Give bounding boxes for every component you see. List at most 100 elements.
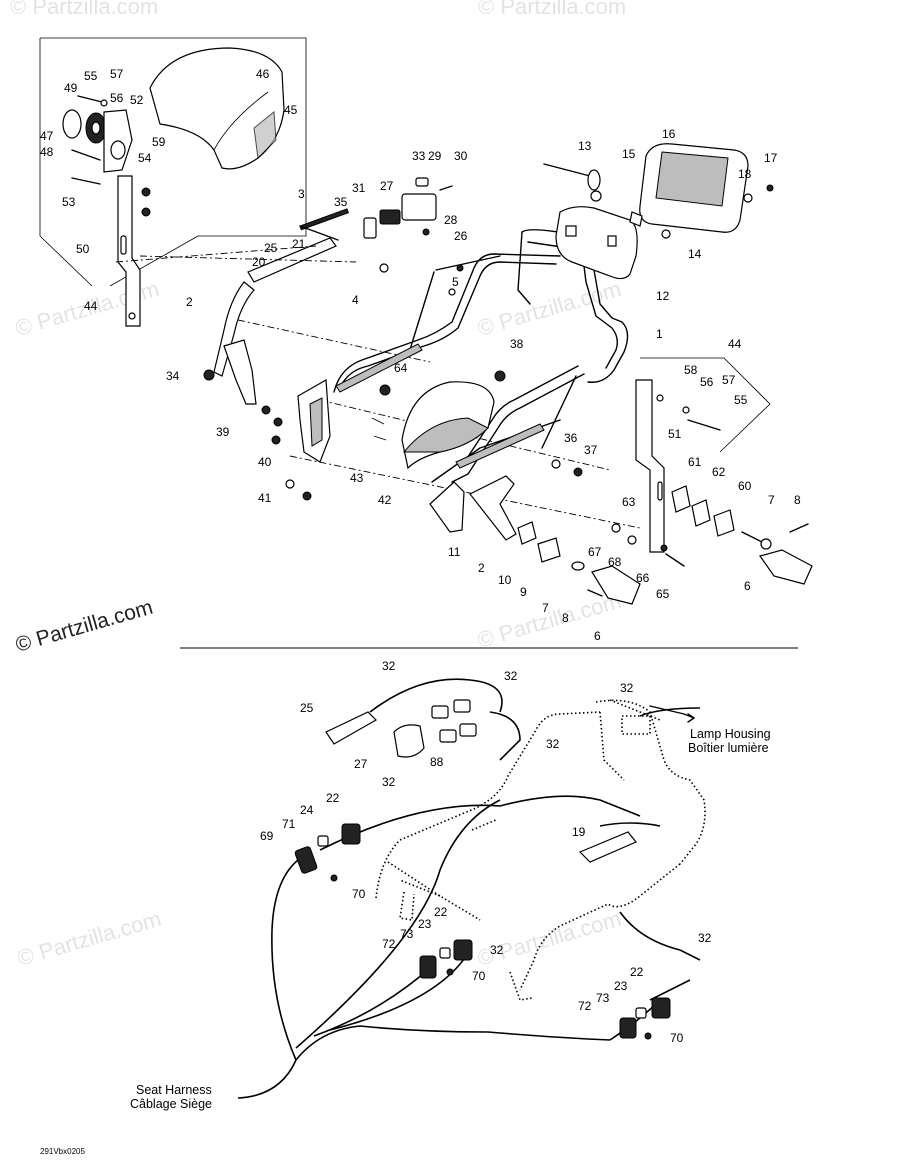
callout: 35 — [334, 195, 348, 209]
right-inset-bracket — [611, 357, 813, 585]
callout: 16 — [662, 127, 676, 141]
callout: 26 — [454, 229, 468, 243]
watermark-layer: © Partzilla.com © Partzilla.com © Partzi… — [10, 0, 626, 971]
watermark: © Partzilla.com — [478, 0, 626, 19]
inset-backrest-bracket — [39, 37, 307, 327]
callout: 57 — [722, 373, 736, 387]
callout: 32 — [698, 931, 712, 945]
callout: 45 — [284, 103, 298, 117]
callout: 25 — [300, 701, 314, 715]
callout: 51 — [668, 427, 682, 441]
upper-callouts: 55 57 49 56 52 46 45 47 59 48 54 53 50 4… — [40, 67, 801, 643]
callout: 3 — [298, 187, 305, 201]
seat-harness-label-en: Seat Harness — [136, 1083, 212, 1097]
callout: 6 — [594, 629, 601, 643]
lamp-housing-label-fr: Boîtier lumière — [688, 741, 769, 755]
callout: 13 — [578, 139, 592, 153]
callout: 65 — [656, 587, 670, 601]
callout: 15 — [622, 147, 636, 161]
seat-cushion — [371, 370, 583, 477]
ghost-rack-frame — [375, 699, 706, 1001]
callout: 34 — [166, 369, 180, 383]
callout: 24 — [300, 803, 314, 817]
callout: 58 — [684, 363, 698, 377]
callout: 66 — [636, 571, 650, 585]
callout: 23 — [614, 979, 628, 993]
callout: 37 — [584, 443, 598, 457]
callout: 71 — [282, 817, 296, 831]
callout: 2 — [478, 561, 485, 575]
callout: 38 — [510, 337, 524, 351]
footrest-brackets — [429, 475, 641, 605]
callout: 73 — [400, 927, 414, 941]
callout: 72 — [382, 937, 396, 951]
callout: 67 — [588, 545, 602, 559]
callout: 72 — [578, 999, 592, 1013]
callout: 27 — [354, 757, 368, 771]
lower-callouts: 32 32 25 88 32 27 32 24 22 71 69 70 32 1… — [260, 659, 712, 1045]
callout: 42 — [378, 493, 392, 507]
drawing-code: 291Vbx0205 — [40, 1147, 85, 1156]
callout: 7 — [768, 493, 775, 507]
callout: 20 — [252, 255, 266, 269]
callout: 1 — [656, 327, 663, 341]
callout: 33 — [412, 149, 426, 163]
callout: 29 — [428, 149, 442, 163]
callout: 11 — [448, 545, 461, 559]
callout: 64 — [394, 361, 408, 375]
callout: 56 — [700, 375, 714, 389]
callout: 73 — [596, 991, 610, 1005]
callout: 8 — [794, 493, 801, 507]
callout: 30 — [454, 149, 468, 163]
callout: 46 — [256, 67, 270, 81]
callout: 32 — [504, 669, 518, 683]
lamp-housing-label-en: Lamp Housing — [690, 727, 771, 741]
callout: 39 — [216, 425, 230, 439]
seat-harness-label-fr: Câblage Siège — [130, 1097, 212, 1111]
callout: 7 — [542, 601, 549, 615]
callout: 40 — [258, 455, 272, 469]
harness-connectors — [294, 699, 671, 1040]
watermark: © Partzilla.com — [10, 0, 158, 19]
callout: 47 — [40, 129, 54, 143]
callout: 4 — [352, 293, 359, 307]
callout: 56 — [110, 91, 124, 105]
callout: 43 — [350, 471, 364, 485]
callout: 70 — [352, 887, 366, 901]
callout: 69 — [260, 829, 274, 843]
callout: 70 — [472, 969, 486, 983]
callout: 60 — [738, 479, 752, 493]
callout: 32 — [490, 943, 504, 957]
callout: 22 — [326, 791, 340, 805]
watermark: © Partzilla.com — [14, 906, 163, 971]
callout: 27 — [380, 179, 394, 193]
callout: 12 — [656, 289, 670, 303]
left-side-bracket — [203, 339, 331, 501]
callout: 10 — [498, 573, 512, 587]
callout: 49 — [64, 81, 78, 95]
callout: 22 — [434, 905, 448, 919]
callout: 44 — [84, 299, 98, 313]
callout: 48 — [40, 145, 54, 159]
callout: 5 — [452, 275, 459, 289]
callout: 57 — [110, 67, 124, 81]
rack-frame — [333, 229, 629, 483]
callout: 8 — [562, 611, 569, 625]
harness-captions: Lamp Housing Boîtier lumière Seat Harnes… — [40, 705, 771, 1156]
watermark: © Partzilla.com — [474, 588, 623, 653]
callout: 17 — [764, 151, 778, 165]
callout: 52 — [130, 93, 144, 107]
callout: 21 — [292, 237, 306, 251]
callout: 19 — [572, 825, 586, 839]
callout: 68 — [608, 555, 622, 569]
callout: 54 — [138, 151, 152, 165]
callout: 22 — [630, 965, 644, 979]
switch-cluster — [299, 177, 464, 296]
callout: 23 — [418, 917, 432, 931]
wire-harness — [237, 678, 701, 1099]
callout: 6 — [744, 579, 751, 593]
callout: 70 — [670, 1031, 684, 1045]
callout: 53 — [62, 195, 76, 209]
callout: 59 — [152, 135, 166, 149]
